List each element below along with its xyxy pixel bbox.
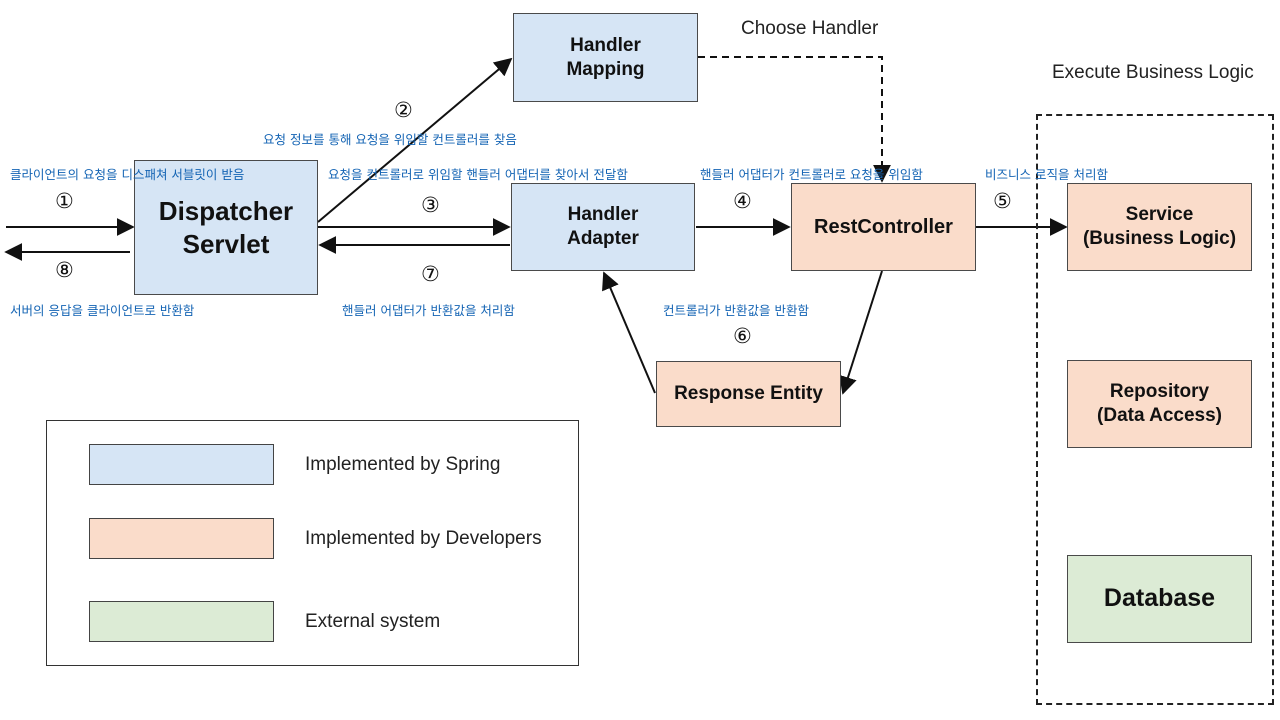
step-3-marker: ③ bbox=[421, 193, 440, 217]
annotation-step-8: 서버의 응답을 클라이언트로 반환함 bbox=[10, 303, 195, 318]
legend-label-external: External system bbox=[305, 611, 441, 632]
service-node[interactable]: Service (Business Logic) bbox=[1067, 183, 1252, 271]
step-6-marker: ⑥ bbox=[733, 324, 752, 348]
legend bbox=[46, 420, 579, 666]
step-8-marker: ⑧ bbox=[55, 258, 74, 282]
arrow-controller-to-response-entity bbox=[839, 270, 883, 395]
annotation-step-6: 컨트롤러가 반환값을 반환함 bbox=[663, 303, 809, 318]
legend-label-spring: Implemented by Spring bbox=[305, 454, 501, 475]
handler-mapping-node[interactable]: Handler Mapping bbox=[513, 13, 698, 102]
step-7-marker: ⑦ bbox=[421, 262, 440, 286]
annotation-step-7: 핸들러 어댑터가 반환값을 처리함 bbox=[342, 303, 515, 318]
business-logic-region bbox=[1036, 114, 1274, 705]
step-5-marker: ⑤ bbox=[993, 189, 1012, 213]
annotation-step-1: 클라이언트의 요청을 디스패쳐 서블릿이 받음 bbox=[10, 167, 245, 182]
arrow-dispatcher-to-handler-mapping bbox=[317, 57, 513, 223]
legend-swatch-developers bbox=[89, 518, 274, 559]
handler-adapter-node[interactable]: Handler Adapter bbox=[511, 183, 695, 271]
legend-swatch-external bbox=[89, 601, 274, 642]
repository-node[interactable]: Repository (Data Access) bbox=[1067, 360, 1252, 448]
response-entity-node[interactable]: Response Entity bbox=[656, 361, 841, 427]
legend-label-developers: Implemented by Developers bbox=[305, 528, 542, 549]
legend-swatch-spring bbox=[89, 444, 274, 485]
dispatcher-servlet-node[interactable]: Dispatcher Servlet bbox=[134, 160, 318, 295]
execute-business-logic-label: Execute Business Logic bbox=[1052, 62, 1254, 83]
annotation-step-2: 요청 정보를 통해 요청을 위임할 컨트롤러를 찾음 bbox=[263, 132, 517, 147]
annotation-step-5: 비즈니스 로직을 처리함 bbox=[985, 167, 1108, 182]
step-4-marker: ④ bbox=[733, 189, 752, 213]
step-2-marker: ② bbox=[394, 98, 413, 122]
step-1-marker: ① bbox=[55, 189, 74, 213]
arrow-handler-mapping-to-controller bbox=[698, 56, 891, 183]
annotation-step-3: 요청을 컨트롤러로 위임할 핸들러 어댑터를 찾아서 전달함 bbox=[328, 167, 628, 182]
choose-handler-label: Choose Handler bbox=[741, 18, 879, 39]
annotation-step-4: 핸들러 어댑터가 컨트롤러로 요청을 위임함 bbox=[700, 167, 923, 182]
database-node[interactable]: Database bbox=[1067, 555, 1252, 643]
rest-controller-node[interactable]: RestController bbox=[791, 183, 976, 271]
arrow-response-entity-to-handler-adapter bbox=[602, 271, 656, 394]
